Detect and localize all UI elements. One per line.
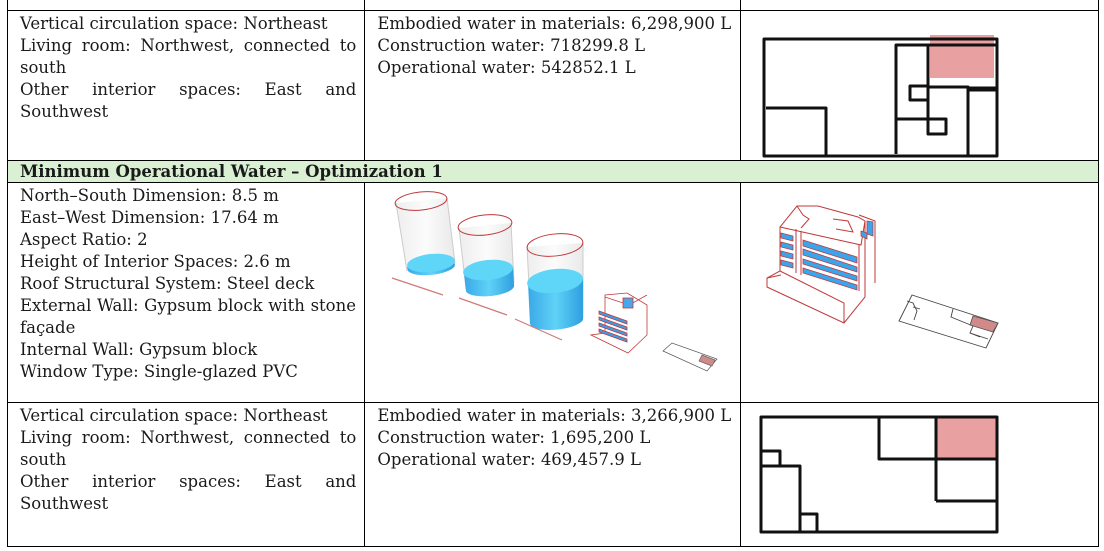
cylinder-operational-water bbox=[394, 191, 456, 276]
floor-plan-diagram bbox=[762, 35, 999, 158]
building-model-small bbox=[589, 292, 648, 354]
cylinder-label-mark bbox=[514, 318, 563, 341]
layout-line: Living room: Northwest, connected to sou… bbox=[20, 36, 357, 77]
cylinder-construction-water bbox=[457, 214, 515, 297]
spec-interior-height: Height of Interior Spaces: 2.6 m bbox=[20, 252, 291, 271]
floor-plan-cell bbox=[741, 403, 1098, 546]
plan-wall bbox=[877, 417, 997, 461]
table-row: Vertical circulation space: Northeast Li… bbox=[7, 403, 1099, 547]
plan-small-room bbox=[908, 84, 930, 102]
section-title: Minimum Operational Water – Optimization… bbox=[20, 162, 443, 181]
embodied-water: Embodied water in materials: 3,266,900 L bbox=[377, 406, 732, 425]
spec-external-wall: External Wall: Gypsum block with stone f… bbox=[20, 296, 356, 337]
plan-wall bbox=[765, 106, 828, 156]
space-layout-cell: Vertical circulation space: Northeast Li… bbox=[8, 403, 366, 546]
spec-roof-system: Roof Structural System: Steel deck bbox=[20, 274, 315, 293]
cylinder-label-mark bbox=[391, 277, 444, 296]
embodied-water: Embodied water in materials: 6,298,900 L bbox=[377, 14, 732, 33]
plan-wall bbox=[799, 512, 819, 532]
construction-water: Construction water: 1,695,200 L bbox=[377, 428, 651, 447]
floor-plan-small bbox=[662, 342, 718, 372]
layout-line: Other interior spaces: East and Southwes… bbox=[20, 80, 357, 121]
cylinder-label-mark bbox=[458, 297, 508, 316]
operational-water: Operational water: 469,457.9 L bbox=[377, 450, 641, 469]
spec-window-type: Window Type: Single-glazed PVC bbox=[20, 362, 298, 381]
layout-line: Vertical circulation space: Northeast bbox=[20, 406, 328, 425]
operational-water: Operational water: 542852.1 L bbox=[377, 58, 636, 77]
building-model-cell bbox=[741, 183, 1098, 402]
results-table: Vertical circulation space: Northeast Li… bbox=[7, 0, 1099, 547]
water-cylinders-cell bbox=[365, 183, 741, 402]
floor-plan-diagram bbox=[759, 415, 999, 534]
spec-aspect-ratio: Aspect Ratio: 2 bbox=[20, 230, 148, 249]
floor-plan-perspective bbox=[898, 294, 999, 349]
cylinder-labels bbox=[391, 277, 563, 341]
layout-line: Vertical circulation space: Northeast bbox=[20, 14, 328, 33]
highlighted-room bbox=[936, 417, 996, 459]
space-layout-cell: Vertical circulation space: Northeast Li… bbox=[8, 11, 366, 160]
water-values-cell: Embodied water in materials: 6,298,900 L… bbox=[365, 11, 741, 160]
section-header-row: Minimum Operational Water – Optimization… bbox=[7, 161, 1099, 183]
plan-outline bbox=[762, 37, 999, 158]
construction-water: Construction water: 718299.8 L bbox=[377, 36, 646, 55]
plan-small-room bbox=[926, 117, 948, 136]
floor-plan-cell bbox=[741, 11, 1098, 160]
design-specs-cell: North–South Dimension: 8.5 m East–West D… bbox=[8, 183, 365, 402]
plan-wall bbox=[760, 449, 782, 466]
layout-line: Other interior spaces: East and Southwes… bbox=[20, 472, 357, 513]
water-values-cell: Embodied water in materials: 3,266,900 L… bbox=[365, 403, 741, 546]
water-cylinders-render bbox=[391, 191, 718, 372]
plan-wall bbox=[927, 85, 970, 156]
table-row: North–South Dimension: 8.5 m East–West D… bbox=[7, 183, 1099, 403]
spec-internal-wall: Internal Wall: Gypsum block bbox=[20, 340, 258, 359]
previous-row-remnant bbox=[7, 0, 1099, 11]
highlighted-room bbox=[929, 35, 994, 78]
plan-wall bbox=[760, 464, 802, 532]
cylinder-embodied-water bbox=[526, 233, 584, 330]
spec-ew-dimension: East–West Dimension: 17.64 m bbox=[20, 208, 279, 227]
building-3d-model bbox=[766, 205, 999, 349]
building-model-wireframe bbox=[766, 205, 876, 324]
table-row: Vertical circulation space: Northeast Li… bbox=[7, 11, 1099, 161]
spec-ns-dimension: North–South Dimension: 8.5 m bbox=[20, 186, 279, 205]
layout-line: Living room: Northwest, connected to sou… bbox=[20, 428, 357, 469]
building-windows bbox=[780, 220, 874, 291]
